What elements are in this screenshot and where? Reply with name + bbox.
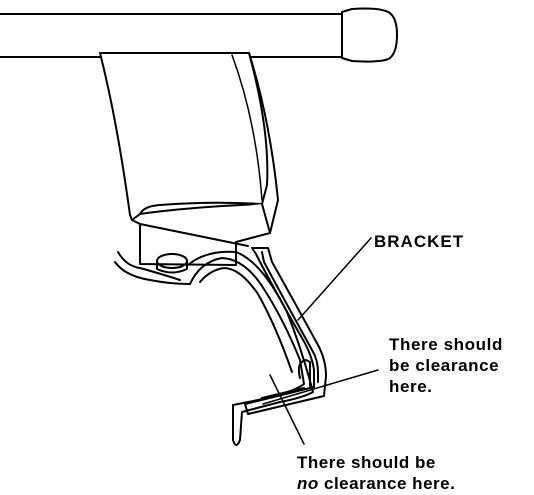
- foot-housing: [99, 52, 279, 266]
- bracket-lower-edge: [261, 387, 305, 399]
- clearance-label-line-2: be clearance: [389, 356, 500, 375]
- bracket-label: BRACKET: [374, 231, 464, 252]
- bracket-inner-line: [261, 251, 319, 383]
- clearance-label-line-1: There should: [389, 335, 503, 354]
- door-frame-inner: [199, 267, 293, 373]
- gutter-left-lip: [117, 251, 181, 281]
- clearance-label: There should be clearance here.: [389, 334, 503, 397]
- roof-gutter: [114, 250, 314, 446]
- crossbar-end-cap: [341, 7, 398, 63]
- bracket-outer-outline: [244, 247, 327, 415]
- bracket-label-text: BRACKET: [374, 232, 465, 251]
- door-frame-outer: [187, 250, 314, 446]
- crossbar: [0, 7, 398, 63]
- foot-base-top-line: [139, 223, 249, 247]
- gutter-left-lip-lower: [114, 261, 191, 285]
- foot-lower-lip: [139, 201, 263, 215]
- no-clearance-label-line-2: no clearance here.: [297, 473, 455, 494]
- no-clearance-label-rest: clearance here.: [318, 474, 456, 493]
- foot-body-outline: [99, 52, 269, 221]
- foot-inner-curve: [231, 54, 263, 201]
- no-clearance-label-line-1: There should be: [297, 453, 436, 472]
- no-clearance-leader-line: [269, 374, 305, 445]
- foot-side-edge: [248, 52, 279, 234]
- no-emphasis: no: [297, 474, 319, 493]
- bracket: [244, 247, 327, 415]
- gutter-pin-side: [156, 260, 188, 274]
- clearance-label-line-3: here.: [389, 377, 433, 396]
- clearance-leader-line: [262, 369, 379, 405]
- bracket-leader-line: [297, 237, 372, 321]
- no-clearance-label: There should be no clearance here.: [297, 452, 455, 494]
- bracket-slot: [297, 359, 311, 387]
